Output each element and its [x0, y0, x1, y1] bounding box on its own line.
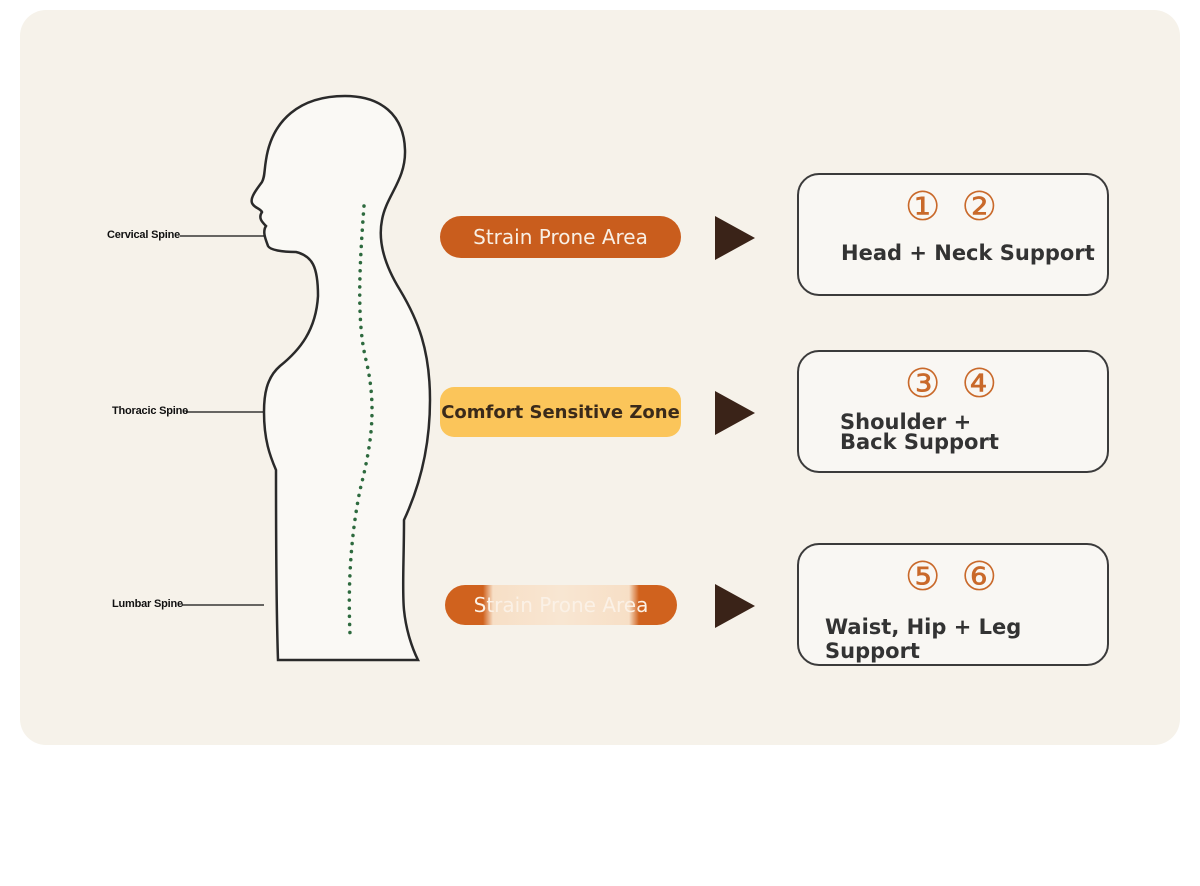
lumbar-spine-label: Lumbar Spine	[112, 598, 183, 610]
thoracic-spine-label: Thoracic Spine	[112, 405, 189, 417]
play-triangle-icon	[715, 216, 755, 260]
body-outline	[250, 94, 432, 662]
shoulder-back-support-label: Shoulder + Back Support	[840, 410, 999, 454]
head-neck-support-card: ① ② Head + Neck Support	[797, 173, 1109, 296]
support-numbers-1-2: ① ②	[904, 184, 1002, 230]
strain-prone-area-faded-pill: Strain Prone Area	[445, 585, 677, 625]
waist-hip-leg-support-card: ⑤ ⑥ Waist, Hip + Leg Support	[797, 543, 1109, 666]
play-triangle-icon	[715, 584, 755, 628]
strain-prone-area-pill: Strain Prone Area	[440, 216, 681, 258]
support-numbers-3-4: ③ ④	[904, 361, 1002, 407]
comfort-sensitive-zone-pill: Comfort Sensitive Zone	[440, 387, 681, 437]
waist-hip-leg-support-label: Waist, Hip + Leg Support	[825, 615, 1022, 663]
spine-dotted-line	[347, 204, 374, 636]
head-neck-support-label: Head + Neck Support	[841, 241, 1095, 265]
support-numbers-5-6: ⑤ ⑥	[904, 554, 1002, 600]
shoulder-back-support-card: ③ ④ Shoulder + Back Support	[797, 350, 1109, 473]
cervical-spine-label: Cervical Spine	[107, 229, 181, 241]
play-triangle-icon	[715, 391, 755, 435]
